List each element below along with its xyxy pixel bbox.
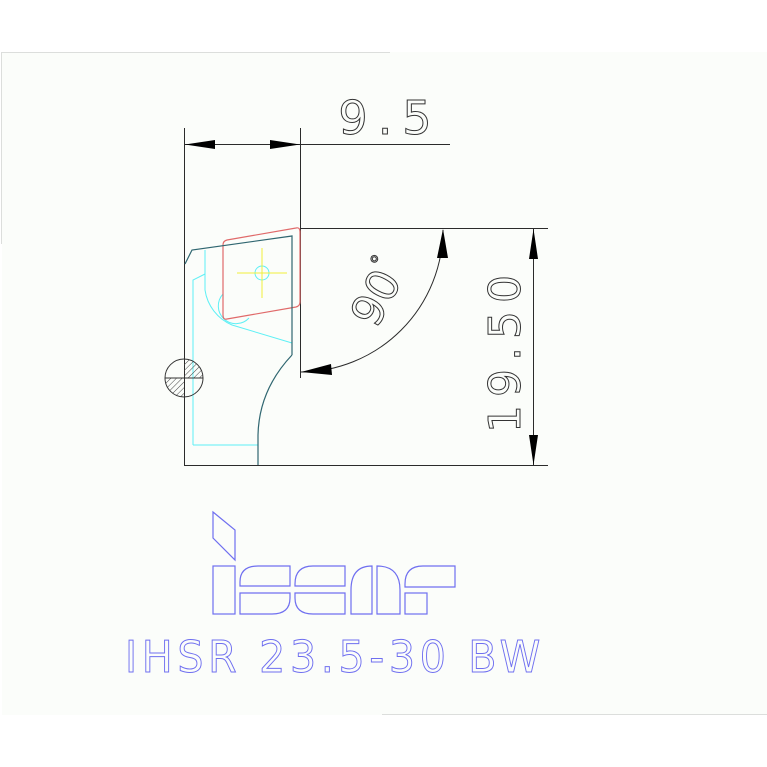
logo-c-bottom xyxy=(294,592,346,615)
logo-i-stem xyxy=(212,565,236,615)
profile-neck-curve xyxy=(257,354,293,465)
sheet-border-top xyxy=(2,52,390,53)
center-mark xyxy=(237,248,287,298)
brand-logo xyxy=(212,510,456,615)
angle-dimension xyxy=(300,229,448,375)
hidden-chip-groove xyxy=(204,250,293,344)
hidden-lines xyxy=(192,250,293,446)
arrow-angle-top-icon xyxy=(437,229,448,258)
logo-s-top xyxy=(239,565,291,587)
arrow-angle-left-icon xyxy=(301,364,332,375)
width-dimension xyxy=(184,128,450,465)
hidden-outer-edge xyxy=(192,273,206,445)
logo-a-right xyxy=(376,565,401,615)
height-dimension-label: 19.50 xyxy=(480,267,531,433)
profile-top-edge xyxy=(184,235,293,355)
logo-c-top xyxy=(294,565,346,587)
model-designation: IHSR 23.5-30 BW xyxy=(125,632,545,683)
drawing-sheet xyxy=(2,52,767,715)
section-symbol xyxy=(164,358,204,398)
insert-outline xyxy=(222,227,301,320)
arrow-right-icon xyxy=(270,140,300,149)
logo-r-top xyxy=(404,565,456,588)
angle-value: 90 xyxy=(341,261,412,334)
tool-body xyxy=(184,227,301,465)
logo-i-dot xyxy=(212,510,236,562)
height-dimension xyxy=(184,228,548,466)
tool-profile xyxy=(184,235,293,465)
logo-a-left xyxy=(350,565,373,615)
arrow-left-icon xyxy=(185,140,215,149)
sheet-border-left xyxy=(1,52,2,244)
logo-r-stem xyxy=(404,592,428,615)
arrow-down-icon xyxy=(529,435,538,465)
angle-dimension-label: 90° xyxy=(340,251,417,335)
logo-s-bottom xyxy=(239,592,291,615)
width-dimension-label: 9.5 xyxy=(338,91,441,145)
arrow-up-icon xyxy=(529,229,538,259)
sheet-border-bottom xyxy=(382,714,767,715)
